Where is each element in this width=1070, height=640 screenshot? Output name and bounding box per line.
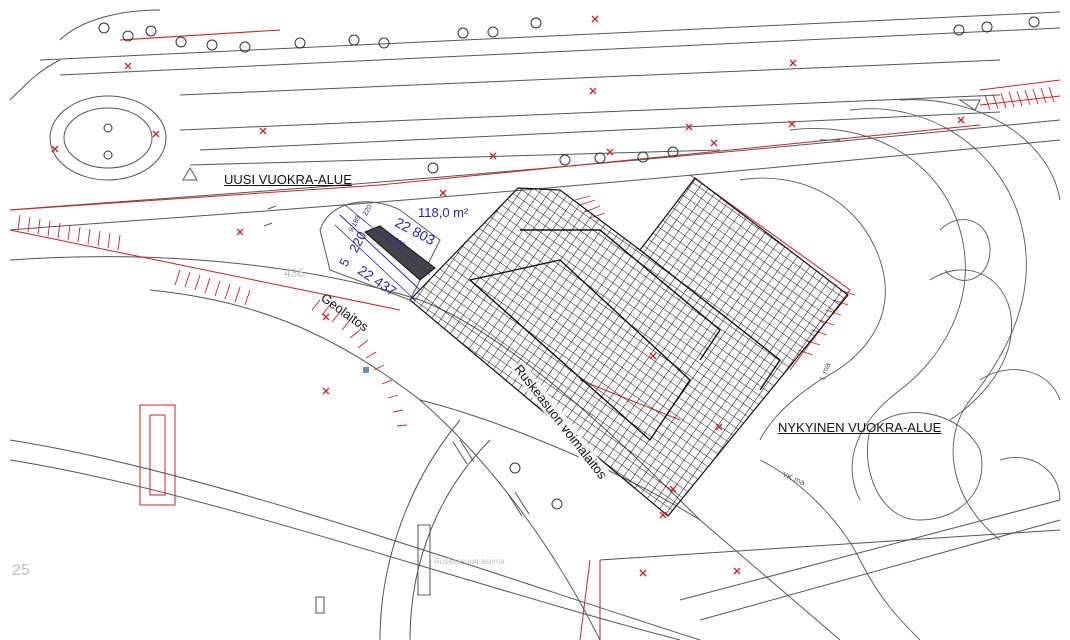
boundary-lines xyxy=(9,29,1061,640)
new-lease-area xyxy=(319,201,441,301)
new-lease-area-label: UUSI VUOKRA-ALUE xyxy=(224,172,352,187)
road-lines xyxy=(9,11,1061,640)
sheet-number: 25 xyxy=(12,562,30,579)
power-plant-area xyxy=(409,177,849,517)
tree-icons xyxy=(98,16,1040,510)
street-name-label: Ruskeasuon asema xyxy=(434,557,505,566)
area-value-label: 118,0 m² xyxy=(418,205,469,220)
parcel-number-436: 436 xyxy=(284,266,305,280)
roundabout xyxy=(9,9,167,181)
building-outlines xyxy=(468,229,781,442)
marker-icons xyxy=(51,15,965,577)
current-lease-area-label: NYKYINEN VUOKRA-ALUE xyxy=(778,420,942,435)
misc-symbols xyxy=(182,99,981,614)
terrain-contours xyxy=(739,99,1061,640)
